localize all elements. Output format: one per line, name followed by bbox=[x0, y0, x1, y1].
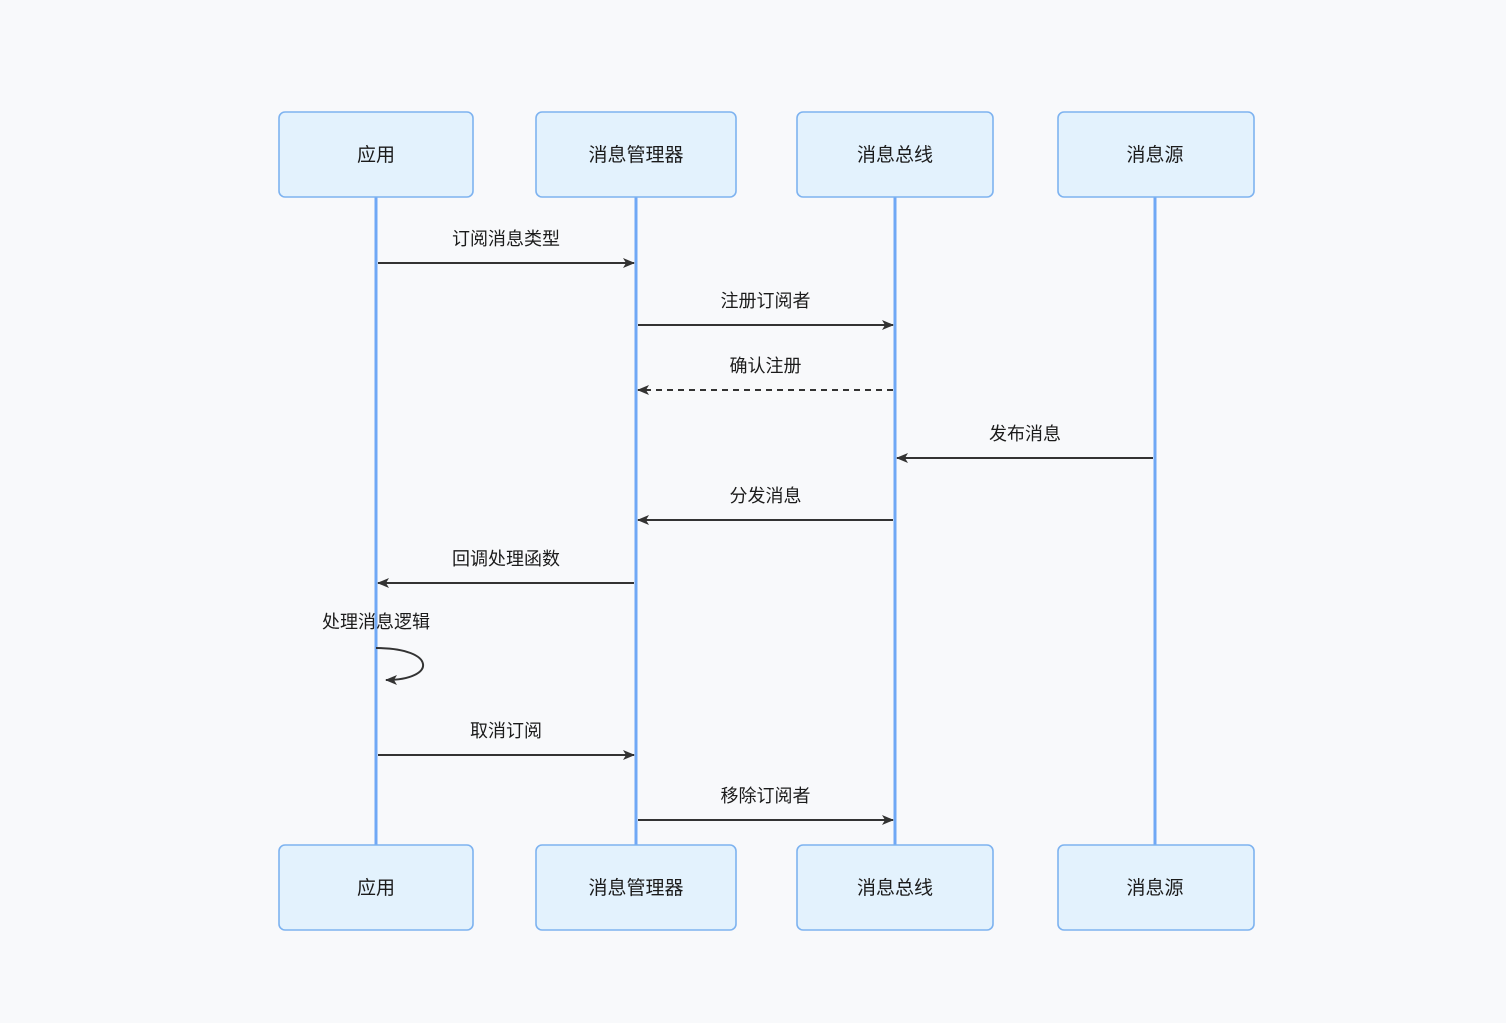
participant-label: 消息总线 bbox=[857, 144, 933, 166]
participant-bottom-app[interactable]: 应用 bbox=[278, 844, 474, 931]
message-label: 取消订阅 bbox=[470, 721, 542, 742]
participant-label: 消息总线 bbox=[857, 877, 933, 899]
self-message-m7[interactable]: 处理消息逻辑 bbox=[322, 612, 430, 685]
message-label: 订阅消息类型 bbox=[452, 229, 560, 250]
message-m8[interactable]: 取消订阅 bbox=[378, 721, 635, 760]
message-m9[interactable]: 移除订阅者 bbox=[638, 786, 894, 825]
participant-box bbox=[796, 844, 994, 931]
message-label: 发布消息 bbox=[989, 424, 1061, 445]
participant-bottom-bus[interactable]: 消息总线 bbox=[796, 844, 994, 931]
participant-label: 消息管理器 bbox=[588, 144, 683, 166]
message-m2[interactable]: 注册订阅者 bbox=[638, 291, 894, 330]
message-label: 分发消息 bbox=[730, 486, 802, 507]
participant-label: 消息源 bbox=[1126, 144, 1183, 166]
participant-label: 消息源 bbox=[1126, 877, 1183, 899]
message-m4[interactable]: 发布消息 bbox=[896, 424, 1153, 463]
participant-top-bus[interactable]: 消息总线 bbox=[796, 111, 994, 198]
participant-label: 消息管理器 bbox=[588, 877, 683, 899]
message-label: 移除订阅者 bbox=[721, 786, 811, 807]
participant-box bbox=[535, 111, 737, 198]
message-m6[interactable]: 回调处理函数 bbox=[377, 549, 634, 588]
message-m5[interactable]: 分发消息 bbox=[637, 486, 893, 525]
participant-box bbox=[278, 844, 474, 931]
message-m1[interactable]: 订阅消息类型 bbox=[378, 229, 635, 268]
participant-box bbox=[278, 111, 474, 198]
message-label: 回调处理函数 bbox=[452, 549, 560, 570]
message-label: 注册订阅者 bbox=[721, 291, 811, 312]
participant-box bbox=[796, 111, 994, 198]
self-message-label: 处理消息逻辑 bbox=[322, 612, 430, 633]
participant-box bbox=[1057, 844, 1255, 931]
message-label: 确认注册 bbox=[730, 356, 802, 377]
participant-top-manager[interactable]: 消息管理器 bbox=[535, 111, 737, 198]
message-m3[interactable]: 确认注册 bbox=[637, 356, 893, 395]
lifelines-layer bbox=[374, 197, 1157, 845]
participant-label: 应用 bbox=[357, 877, 395, 899]
participant-bottom-source[interactable]: 消息源 bbox=[1057, 844, 1255, 931]
participant-box bbox=[1057, 111, 1255, 198]
participant-bottom-manager[interactable]: 消息管理器 bbox=[535, 844, 737, 931]
self-message-loop bbox=[375, 647, 424, 685]
participant-box bbox=[535, 844, 737, 931]
participant-top-app[interactable]: 应用 bbox=[278, 111, 474, 198]
participant-label: 应用 bbox=[357, 144, 395, 166]
participant-top-source[interactable]: 消息源 bbox=[1057, 111, 1255, 198]
